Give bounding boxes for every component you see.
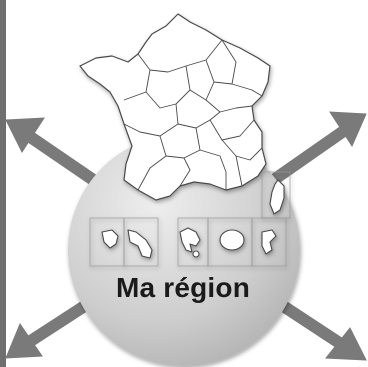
- center-disc: [68, 134, 300, 366]
- left-edge-strip: [0, 0, 6, 367]
- arrow-up-right-icon: [258, 111, 367, 193]
- reunion-shape: [219, 229, 245, 251]
- martinique-shape: [127, 229, 153, 259]
- guadeloupe-shape: [101, 229, 119, 249]
- france-map-icon: [79, 13, 271, 201]
- region-title: Ma région: [115, 272, 251, 303]
- guyane-shape: [179, 227, 201, 253]
- mayotte-shape: [261, 229, 277, 255]
- overseas-regions-icon: [89, 217, 287, 267]
